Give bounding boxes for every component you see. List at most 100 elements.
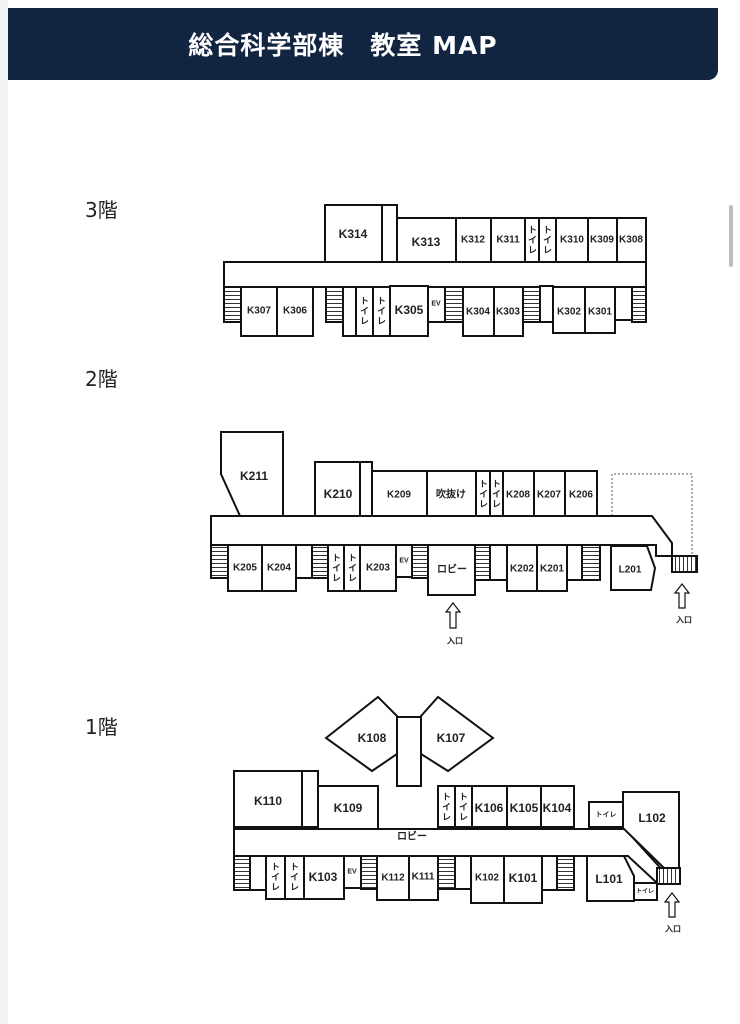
scrollbar[interactable] xyxy=(729,205,733,267)
room-k209[interactable]: K209 xyxy=(371,470,428,517)
room-k101[interactable]: K101 xyxy=(503,855,543,904)
room-k206[interactable]: K206 xyxy=(564,470,598,517)
room-k208[interactable]: K208 xyxy=(502,470,535,517)
floor-1f-plan: ロビー K108 K107 K110 K109 トイレ トイレ K106 K10… xyxy=(233,695,681,934)
room-k105[interactable]: K105 xyxy=(506,785,542,828)
room-k203[interactable]: K203 xyxy=(359,544,397,592)
stairs xyxy=(474,544,491,581)
room-k306[interactable]: K306 xyxy=(276,286,314,337)
floor-label-2f: 2階 xyxy=(85,367,118,391)
svg-text:トイレ: トイレ xyxy=(542,225,552,255)
utility-room xyxy=(301,770,319,828)
utility-room xyxy=(489,544,508,581)
svg-text:K308: K308 xyxy=(619,235,643,246)
room-k312[interactable]: K312 xyxy=(455,217,492,263)
svg-text:K314: K314 xyxy=(339,227,368,241)
toilet: トイレ xyxy=(284,855,305,900)
room-k109[interactable]: K109 xyxy=(317,785,379,830)
room-k309[interactable]: K309 xyxy=(587,217,618,263)
svg-text:K206: K206 xyxy=(569,490,593,501)
room-k314[interactable]: K314 xyxy=(324,204,383,263)
room-k308[interactable]: K308 xyxy=(616,217,647,263)
svg-text:トイレ: トイレ xyxy=(441,792,451,822)
stairs xyxy=(233,855,251,891)
room-k112[interactable]: K112 xyxy=(376,855,410,901)
room-k201[interactable]: K201 xyxy=(536,544,568,592)
svg-text:トイレ: トイレ xyxy=(270,862,280,892)
utility-room xyxy=(614,286,633,321)
entrance-arrow xyxy=(663,892,681,918)
room-k307[interactable]: K307 xyxy=(240,286,278,337)
room-k104[interactable]: K104 xyxy=(540,785,575,828)
stairs xyxy=(444,286,464,323)
page-edge xyxy=(0,0,8,1024)
svg-text:K101: K101 xyxy=(509,871,538,885)
stairs xyxy=(631,286,647,323)
entrance-label: 入口 xyxy=(446,637,463,646)
svg-text:トイレ: トイレ xyxy=(359,296,369,326)
svg-text:K208: K208 xyxy=(506,490,530,501)
room-k210[interactable]: K210 xyxy=(314,461,361,517)
svg-text:K110: K110 xyxy=(254,794,282,808)
svg-text:K112: K112 xyxy=(381,873,405,884)
svg-text:トイレ: トイレ xyxy=(376,296,386,326)
room-k313[interactable]: K313 xyxy=(396,217,457,263)
svg-text:K309: K309 xyxy=(590,235,614,246)
svg-text:K104: K104 xyxy=(543,801,572,815)
room-l201[interactable]: L201 xyxy=(610,545,657,591)
svg-text:K302: K302 xyxy=(557,307,581,318)
elevator: EV xyxy=(427,286,446,323)
room-l101[interactable]: L101 xyxy=(586,855,635,902)
room-k301[interactable]: K301 xyxy=(584,286,616,334)
room-k310[interactable]: K310 xyxy=(555,217,589,263)
svg-text:K312: K312 xyxy=(461,235,485,246)
room-k304[interactable]: K304 xyxy=(462,286,495,337)
room-k211[interactable]: K211 xyxy=(220,431,284,517)
svg-text:吹抜け: 吹抜け xyxy=(436,488,466,501)
room-k305[interactable]: K305 xyxy=(389,285,429,337)
svg-text:トイレ: トイレ xyxy=(527,225,537,255)
floor-label-3f: 3階 xyxy=(85,198,118,222)
utility-room xyxy=(539,285,554,323)
toilet: トイレ xyxy=(327,544,345,592)
utility-room xyxy=(249,855,267,891)
stairs xyxy=(311,544,329,579)
utility-room xyxy=(295,544,313,579)
stairs xyxy=(411,544,429,579)
elevator: EV xyxy=(395,544,413,578)
room-k202[interactable]: K202 xyxy=(506,544,538,592)
svg-text:トイレ: トイレ xyxy=(478,479,488,509)
room-k106[interactable]: K106 xyxy=(471,785,508,828)
room-k311[interactable]: K311 xyxy=(490,217,526,263)
svg-text:K102: K102 xyxy=(475,873,499,884)
room-k204[interactable]: K204 xyxy=(261,544,297,592)
room-k205[interactable]: K205 xyxy=(227,544,263,592)
room-k303[interactable]: K303 xyxy=(493,286,524,337)
room-k110[interactable]: K110 xyxy=(233,770,303,828)
entrance-label: 入口 xyxy=(675,616,692,625)
room-k302[interactable]: K302 xyxy=(552,286,586,334)
lobby: ロビー xyxy=(427,544,476,596)
toilet: トイレ xyxy=(372,286,391,337)
svg-text:L101: L101 xyxy=(595,872,623,886)
room-k207[interactable]: K207 xyxy=(533,470,566,517)
svg-text:ロビー: ロビー xyxy=(437,563,467,576)
page-title: 総合科学部棟 教室 MAP xyxy=(188,31,498,60)
svg-text:EV: EV xyxy=(431,301,441,308)
svg-text:K210: K210 xyxy=(324,487,353,501)
svg-text:EV: EV xyxy=(399,558,409,565)
room-k103[interactable]: K103 xyxy=(303,855,345,900)
room-k111[interactable]: K111 xyxy=(408,855,439,901)
room-k102[interactable]: K102 xyxy=(470,855,505,904)
lobby-label: ロビー xyxy=(397,830,427,843)
stairs xyxy=(522,286,541,323)
stairs xyxy=(210,544,229,579)
room-k108[interactable]: K108 xyxy=(324,695,398,773)
toilet: トイレ xyxy=(265,855,286,900)
svg-text:K106: K106 xyxy=(475,801,504,815)
toilet: トイレ xyxy=(454,785,473,828)
room-k107[interactable]: K107 xyxy=(420,695,495,773)
corridor xyxy=(223,261,647,288)
svg-text:K304: K304 xyxy=(466,307,490,318)
